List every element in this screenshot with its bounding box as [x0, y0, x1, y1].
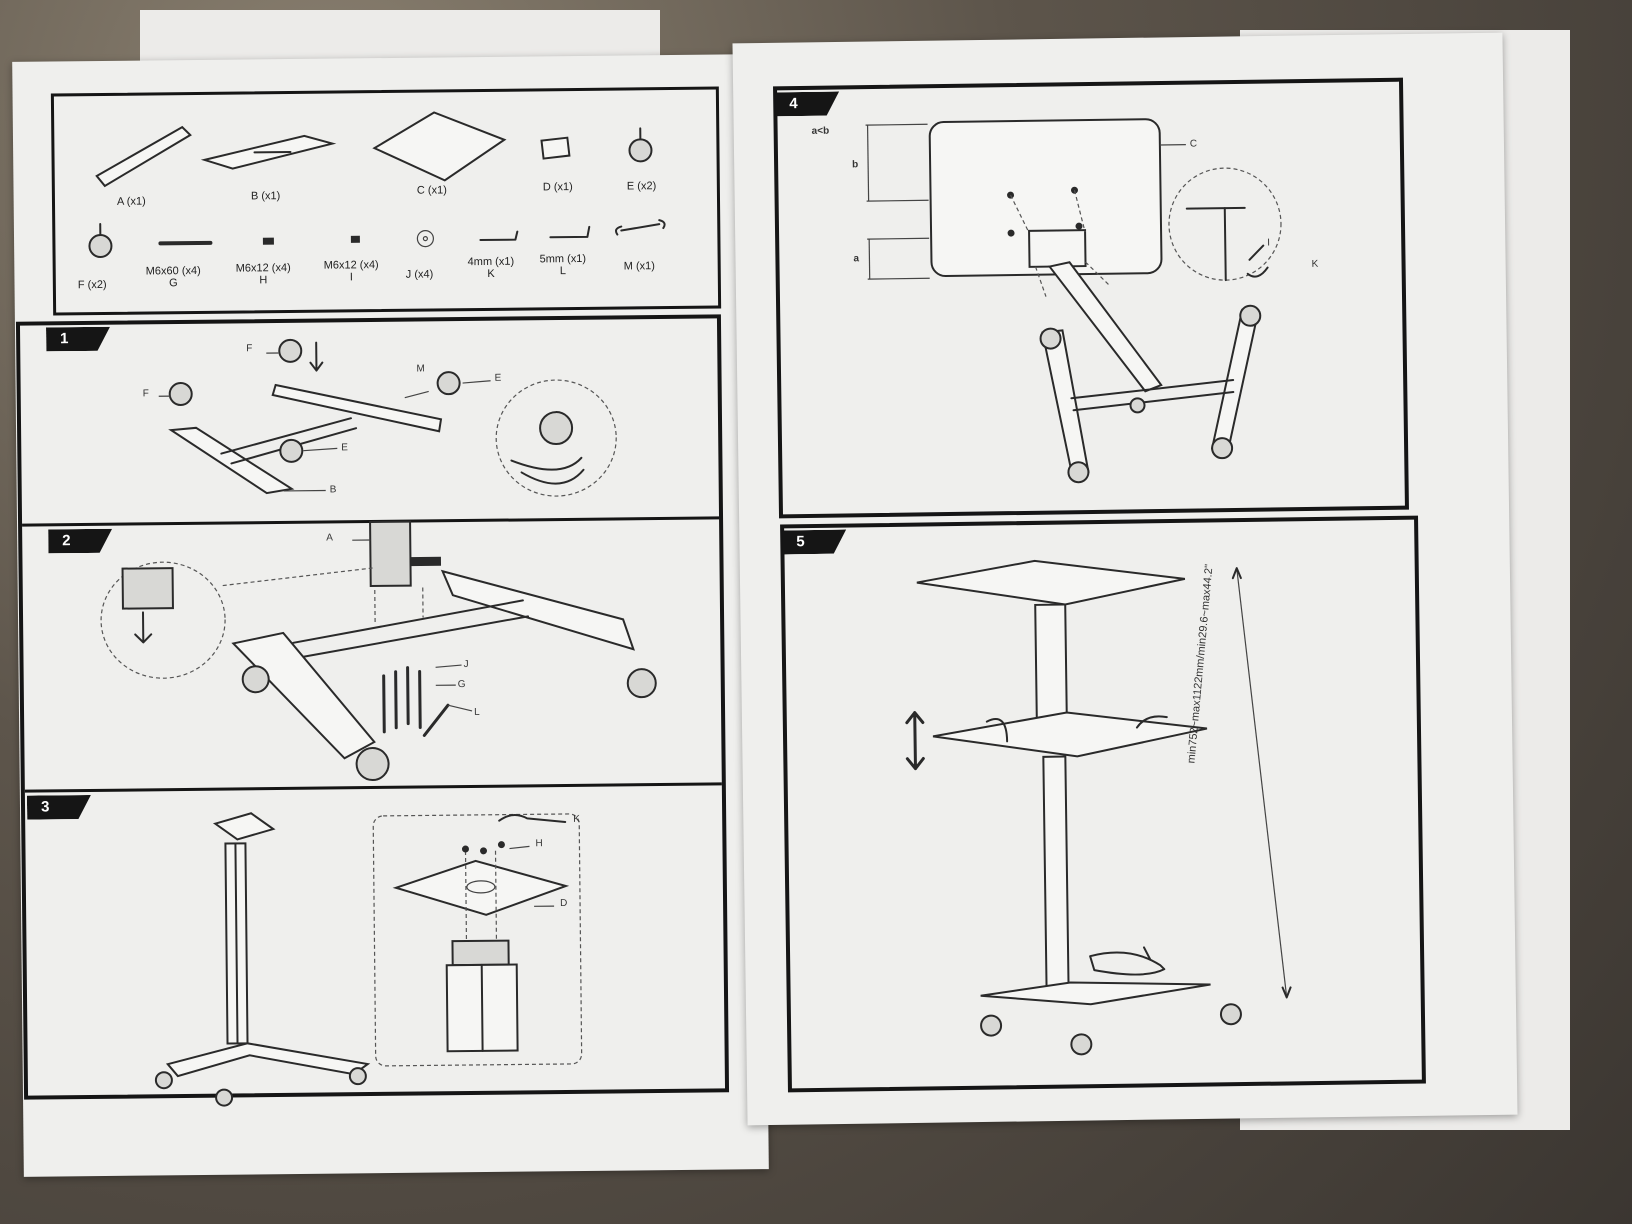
part-i-label: M6x12 (x4)I	[323, 259, 379, 284]
step-4-label-c: C	[1189, 138, 1198, 150]
step-4-label-b: b	[852, 159, 859, 171]
part-l-label: 5mm (x1)L	[539, 252, 587, 278]
parts-illustrations	[88, 111, 666, 258]
part-f-label: F (x2)	[77, 278, 107, 292]
part-g-drawing	[158, 240, 213, 246]
part-a-label: A (x1)	[116, 195, 146, 208]
part-j-label: J (x4)	[405, 268, 434, 281]
step-2-illustration	[100, 520, 657, 782]
step-3-illustration	[154, 812, 583, 1107]
part-e-drawing	[628, 138, 653, 163]
part-j-drawing	[416, 229, 434, 248]
step-5-frame: 5 min752~max1122mm/min29.6~max44.2"	[780, 515, 1426, 1093]
part-c-label: C (x1)	[416, 184, 447, 197]
part-b-label: B (x1)	[250, 190, 281, 203]
part-i-drawing	[350, 235, 360, 243]
part-d-label: D (x1)	[542, 181, 573, 194]
part-d-drawing	[540, 136, 571, 160]
part-m-drawing	[615, 219, 666, 236]
step-4-label-k: K	[1311, 258, 1319, 270]
part-l-drawing	[549, 225, 591, 239]
step-3-label-d: D	[560, 897, 568, 910]
step-4-illustration	[865, 118, 1282, 484]
step-5-illustration	[905, 559, 1292, 1056]
step-3-label-k: K	[573, 813, 580, 825]
step-1-illustration	[158, 338, 617, 497]
step-3-label-h: H	[535, 838, 543, 850]
steps-1-3-frame: 1 F F M E E B 2	[15, 314, 730, 1107]
part-h-drawing	[262, 237, 274, 245]
part-g-label: M6x60 (x4)G	[145, 264, 201, 290]
part-f-drawing	[88, 233, 113, 258]
part-k-drawing	[479, 230, 519, 242]
part-c-drawing	[372, 111, 507, 182]
part-m-label: M (x1)	[623, 260, 655, 273]
part-h-label: M6x12 (x4)H	[235, 262, 291, 287]
step-4-frame: 4 a<b b a C I K	[773, 77, 1409, 519]
part-k-label: 4mm (x1)K	[467, 255, 515, 280]
part-a-drawing	[95, 125, 192, 188]
step-4-label-i: I	[1267, 237, 1271, 249]
parts-list-panel: A (x1) B (x1) C (x1) D (x1) E (x2) F (x2…	[50, 86, 722, 316]
part-e-label: E (x2)	[626, 180, 657, 193]
step-4-label-a: a	[853, 253, 860, 265]
step-4-label-a-less-b: a<b	[811, 125, 830, 137]
